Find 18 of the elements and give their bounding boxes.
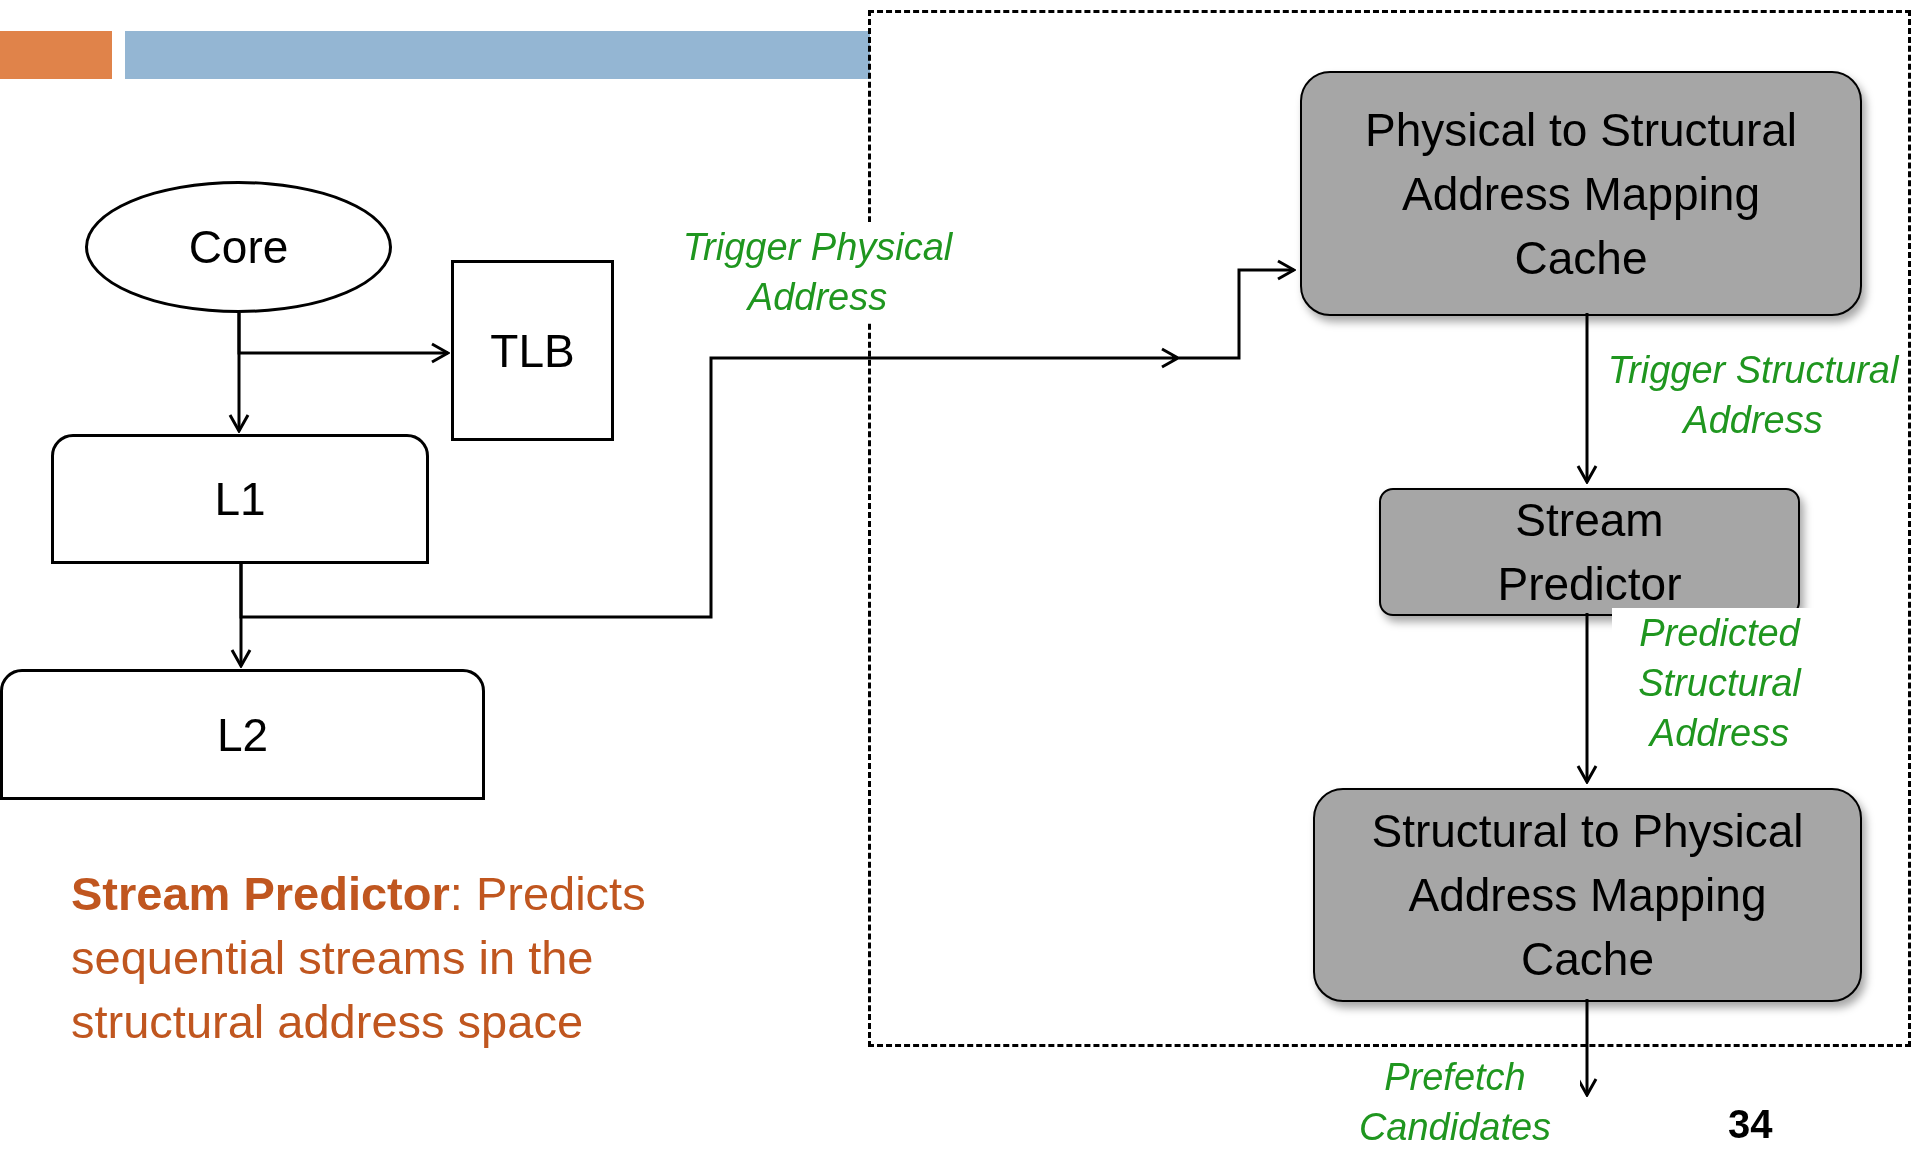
arrow — [1576, 313, 1598, 484]
arrow — [237, 313, 450, 364]
node-label: Structural to Physical Address Mapping Cache — [1370, 804, 1805, 987]
node-label: Core — [188, 220, 289, 275]
arrow — [1576, 613, 1598, 784]
node-label: TLB — [490, 323, 575, 379]
node-label: L1 — [214, 472, 266, 527]
cache-box — [0, 669, 485, 800]
arrow — [239, 259, 1296, 619]
process-box — [1300, 71, 1862, 316]
process-box — [1313, 788, 1862, 1002]
process-box — [451, 260, 614, 441]
process-box — [1379, 488, 1800, 616]
cache-box — [51, 434, 429, 564]
node-label: Physical to Structural Address Mapping Cache — [1363, 102, 1799, 286]
page-number: 34 — [1728, 1101, 1773, 1148]
node-label: L2 — [216, 707, 269, 763]
note-text: Stream Predictor: Predicts sequential streams in the structural address space — [71, 866, 647, 1050]
